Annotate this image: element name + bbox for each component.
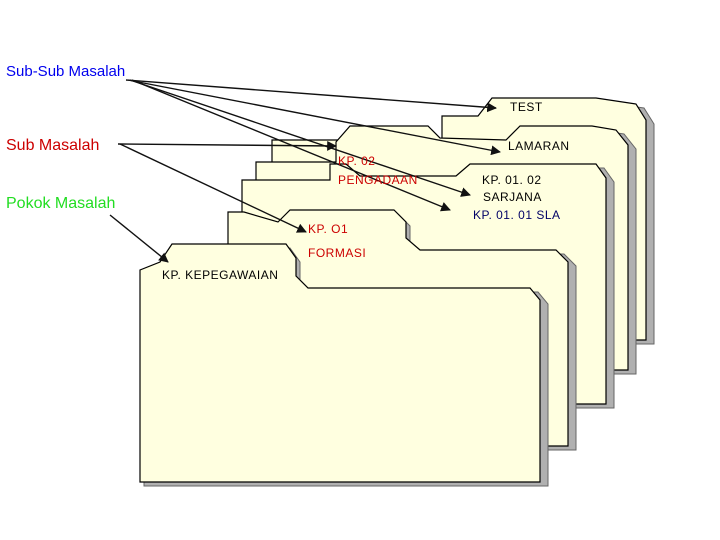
tab-label-pengadaan: PENGADAAN (338, 173, 418, 187)
tab-label-formasi: FORMASI (308, 246, 366, 260)
arrow-to-sarjana (129, 79, 471, 197)
tab-label-kp-01-01-sla: KP. 01. 01 SLA (473, 208, 561, 222)
label-sub-masalah: Sub Masalah (6, 137, 99, 154)
tab-label-kp-kepegawaian: KP. KEPEGAWAIAN (162, 268, 278, 282)
arrow-to-pengadaan (117, 141, 337, 151)
arrow-to-kepegawaian (109, 214, 169, 263)
tab-label-kp-02: KP. 02 (338, 154, 375, 168)
tab-label-sarjana: SARJANA (483, 190, 542, 204)
tab-label-kp-o1: KP. O1 (308, 222, 348, 236)
arrows-sub (117, 141, 337, 233)
arrow-to-lamaran (127, 79, 501, 156)
folder-kp-kepegawaian (139, 243, 549, 487)
label-sub-sub-masalah: Sub-Sub Masalah (6, 63, 125, 80)
tab-label-lamaran: LAMARAN (508, 139, 570, 153)
arrow-to-formasi (119, 143, 307, 233)
tab-label-kp-01-02: KP. 01. 02 (482, 173, 542, 187)
arrow-to-test (125, 79, 497, 113)
tab-label-test: TEST (510, 100, 543, 114)
label-pokok-masalah: Pokok Masalah (6, 195, 115, 212)
